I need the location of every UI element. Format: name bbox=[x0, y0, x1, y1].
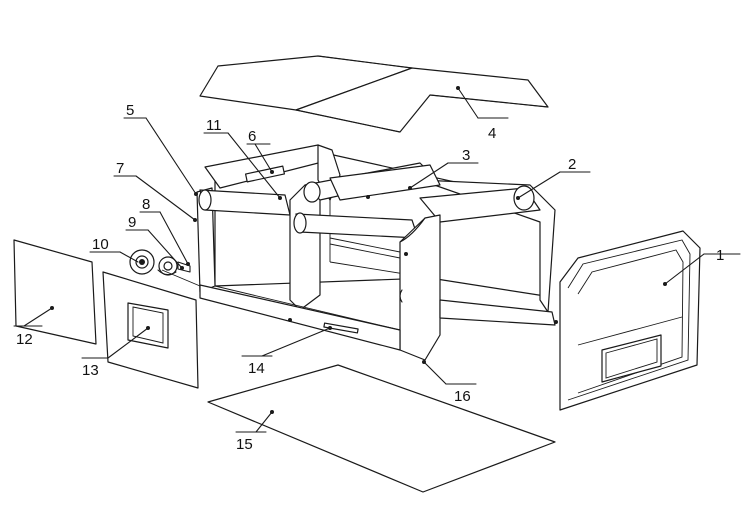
label-14: 14 bbox=[248, 360, 265, 377]
label-1: 1 bbox=[716, 247, 724, 264]
window-panel bbox=[102, 271, 199, 389]
tent-frame bbox=[196, 144, 556, 361]
label-3: 3 bbox=[462, 147, 470, 164]
label-2: 2 bbox=[568, 156, 576, 173]
label-16: 16 bbox=[454, 388, 471, 405]
callout-labels: 1 2 3 4 5 6 7 8 9 10 11 12 13 14 15 16 bbox=[16, 102, 724, 453]
leader-lines bbox=[13, 87, 741, 433]
label-9: 9 bbox=[128, 214, 136, 231]
label-7: 7 bbox=[116, 160, 124, 177]
leader-dots bbox=[50, 86, 667, 414]
label-10: 10 bbox=[92, 236, 109, 253]
label-11: 11 bbox=[206, 117, 222, 134]
label-12: 12 bbox=[16, 331, 33, 348]
side-panel bbox=[13, 239, 97, 345]
label-4: 4 bbox=[488, 125, 496, 142]
label-5: 5 bbox=[126, 102, 134, 119]
label-13: 13 bbox=[82, 362, 99, 379]
label-8: 8 bbox=[142, 196, 150, 213]
floor-mat bbox=[207, 364, 556, 493]
blower-fans bbox=[129, 249, 201, 287]
roof-cover bbox=[199, 55, 549, 133]
end-door-panel bbox=[559, 230, 701, 411]
label-6: 6 bbox=[248, 128, 256, 145]
label-15: 15 bbox=[236, 436, 253, 453]
